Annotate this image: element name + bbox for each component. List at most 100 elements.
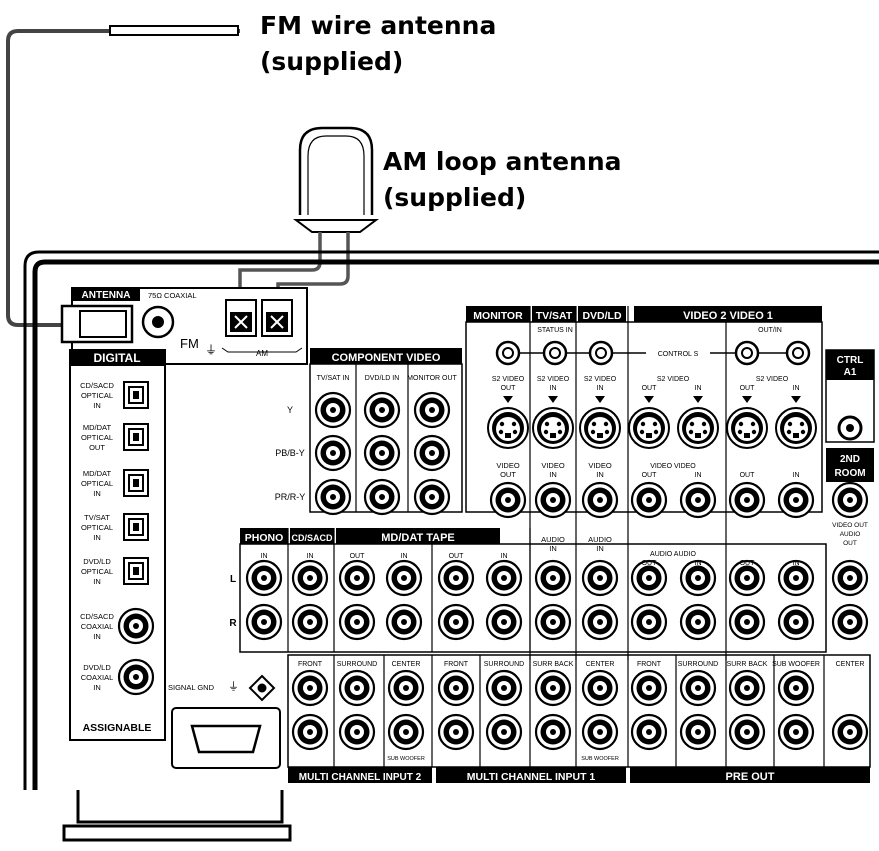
audio-jack[interactable] [485, 603, 523, 641]
am-terminal[interactable] [225, 299, 257, 337]
multichannel-column-label: SURROUND [337, 661, 377, 668]
component-video-jack[interactable] [363, 478, 401, 516]
optical-input-jack[interactable] [123, 513, 149, 541]
multichannel-jack[interactable] [728, 669, 766, 707]
second-room-bar [826, 448, 874, 482]
multichannel-jack[interactable] [777, 669, 815, 707]
s-video-jack[interactable] [726, 407, 768, 449]
rca-pin [133, 674, 139, 680]
multichannel-jack[interactable] [338, 713, 376, 751]
multichannel-jack[interactable] [534, 713, 572, 751]
coaxial-input-jack[interactable] [117, 658, 155, 696]
optical-input-jack[interactable] [123, 381, 149, 409]
s-video-jack[interactable] [532, 407, 574, 449]
s-video-jack[interactable] [775, 407, 817, 449]
audio-jack[interactable] [581, 603, 619, 641]
multichannel-jack[interactable] [534, 669, 572, 707]
optical-input-jack[interactable] [123, 469, 149, 497]
multichannel-jack[interactable] [338, 669, 376, 707]
component-video-jack[interactable] [314, 391, 352, 429]
audio-jack[interactable] [291, 603, 329, 641]
audio-jack[interactable] [831, 603, 869, 641]
multichannel-jack[interactable] [831, 713, 869, 751]
audio-jack[interactable] [385, 603, 423, 641]
rs232-port-icon[interactable] [190, 724, 262, 754]
s-video-pin [590, 429, 596, 435]
optical-input-jack[interactable] [123, 557, 149, 585]
multichannel-jack[interactable] [630, 713, 668, 751]
video-composite-jack[interactable] [679, 481, 717, 519]
control-s-jack[interactable] [588, 340, 614, 366]
control-s-jack[interactable] [785, 340, 811, 366]
audio-jack[interactable] [630, 559, 668, 597]
multichannel-jack[interactable] [630, 669, 668, 707]
audio-jack[interactable] [728, 603, 766, 641]
video-composite-jack[interactable] [534, 481, 572, 519]
video-composite-jack[interactable] [777, 481, 815, 519]
rca-pin [501, 685, 507, 691]
video-composite-jack[interactable] [630, 481, 668, 519]
audio-jack[interactable] [245, 603, 283, 641]
multichannel-jack[interactable] [581, 669, 619, 707]
s-video-key [744, 433, 750, 438]
audio-jack[interactable] [437, 603, 475, 641]
panel-label: IN [695, 560, 702, 567]
multichannel-jack[interactable] [679, 669, 717, 707]
audio-jack[interactable] [728, 559, 766, 597]
audio-jack[interactable] [385, 559, 423, 597]
multichannel-jack[interactable] [485, 669, 523, 707]
s-video-jack[interactable] [628, 407, 670, 449]
component-video-jack[interactable] [363, 434, 401, 472]
signal-gnd-terminal[interactable] [248, 674, 276, 702]
audio-jack[interactable] [485, 559, 523, 597]
multichannel-jack[interactable] [485, 713, 523, 751]
component-video-jack[interactable] [314, 478, 352, 516]
audio-jack[interactable] [338, 559, 376, 597]
multichannel-jack[interactable] [728, 713, 766, 751]
multichannel-jack[interactable] [679, 713, 717, 751]
control-s-jack[interactable] [495, 340, 521, 366]
audio-jack[interactable] [437, 559, 475, 597]
audio-jack[interactable] [679, 603, 717, 641]
audio-jack[interactable] [831, 559, 869, 597]
audio-jack[interactable] [245, 559, 283, 597]
control-s-jack[interactable] [542, 340, 568, 366]
multichannel-jack[interactable] [581, 713, 619, 751]
video-composite-jack[interactable] [728, 481, 766, 519]
video-composite-jack[interactable] [581, 481, 619, 519]
multichannel-jack[interactable] [291, 713, 329, 751]
audio-jack[interactable] [679, 559, 717, 597]
multichannel-jack[interactable] [437, 713, 475, 751]
s-video-jack[interactable] [487, 407, 529, 449]
audio-jack[interactable] [534, 559, 572, 597]
audio-jack[interactable] [777, 559, 815, 597]
video-composite-jack[interactable] [489, 481, 527, 519]
panel-label: AUDIO [541, 535, 565, 544]
component-video-jack[interactable] [413, 478, 451, 516]
optical-input-jack[interactable] [123, 423, 149, 451]
am-terminal[interactable] [261, 299, 293, 337]
s-video-jack[interactable] [677, 407, 719, 449]
video2-video1-title-bar [634, 306, 822, 322]
audio-jack[interactable] [630, 603, 668, 641]
multichannel-jack[interactable] [387, 713, 425, 751]
component-video-jack[interactable] [314, 434, 352, 472]
audio-jack[interactable] [777, 603, 815, 641]
second-room-video-out-jack[interactable] [831, 481, 869, 519]
s-video-jack[interactable] [579, 407, 621, 449]
control-s-jack[interactable] [734, 340, 760, 366]
rca-pin [330, 494, 336, 500]
multichannel-jack[interactable] [387, 669, 425, 707]
audio-jack[interactable] [291, 559, 329, 597]
dvdld-title: DVD/LD [582, 310, 622, 322]
component-video-jack[interactable] [413, 434, 451, 472]
component-video-jack[interactable] [363, 391, 401, 429]
multichannel-jack[interactable] [437, 669, 475, 707]
audio-jack[interactable] [338, 603, 376, 641]
multichannel-jack[interactable] [777, 713, 815, 751]
component-video-jack[interactable] [413, 391, 451, 429]
multichannel-jack[interactable] [291, 669, 329, 707]
audio-jack[interactable] [534, 603, 572, 641]
coaxial-input-jack[interactable] [117, 607, 155, 645]
audio-jack[interactable] [581, 559, 619, 597]
